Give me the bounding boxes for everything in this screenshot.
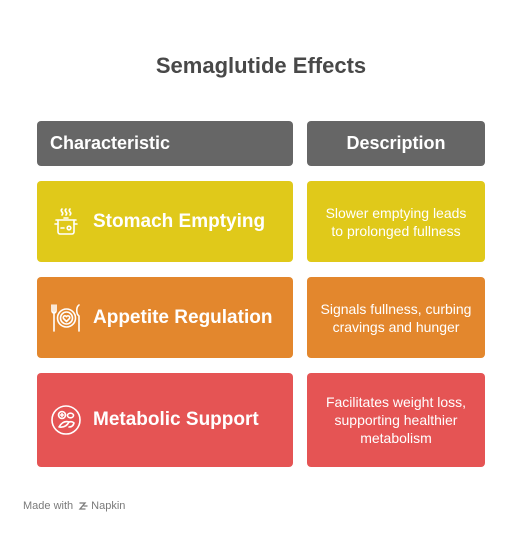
characteristic-label: Stomach Emptying [93, 210, 266, 232]
characteristic-label: Appetite Regulation [93, 306, 273, 328]
description-metabolic-support: Facilitates weight loss, supporting heal… [307, 373, 485, 467]
cooking-pot-steam-icon [49, 205, 83, 239]
row-metabolic-support: Metabolic Support [37, 373, 293, 467]
healthy-food-circle-icon [49, 403, 83, 437]
napkin-label: Napkin [91, 500, 126, 512]
footer-credit: Made with Napkin [23, 500, 125, 512]
header-description: Description [307, 121, 485, 166]
plate-heart-fork-knife-icon [49, 301, 83, 335]
row-appetite-regulation: Appetite Regulation [37, 277, 293, 358]
diagram-title: Semaglutide Effects [155, 53, 367, 78]
header-characteristic: Characteristic [37, 121, 293, 166]
characteristic-label: Metabolic Support [93, 409, 259, 430]
made-with-text: Made with [23, 500, 74, 512]
napkin-brand: Napkin [78, 500, 125, 512]
napkin-logo-icon [78, 502, 88, 510]
row-stomach-emptying: Stomach Emptying [37, 181, 293, 262]
description-appetite-regulation: Signals fullness, curbing cravings and h… [307, 277, 485, 358]
description-stomach-emptying: Slower emptying leads to prolonged fulln… [307, 181, 485, 262]
